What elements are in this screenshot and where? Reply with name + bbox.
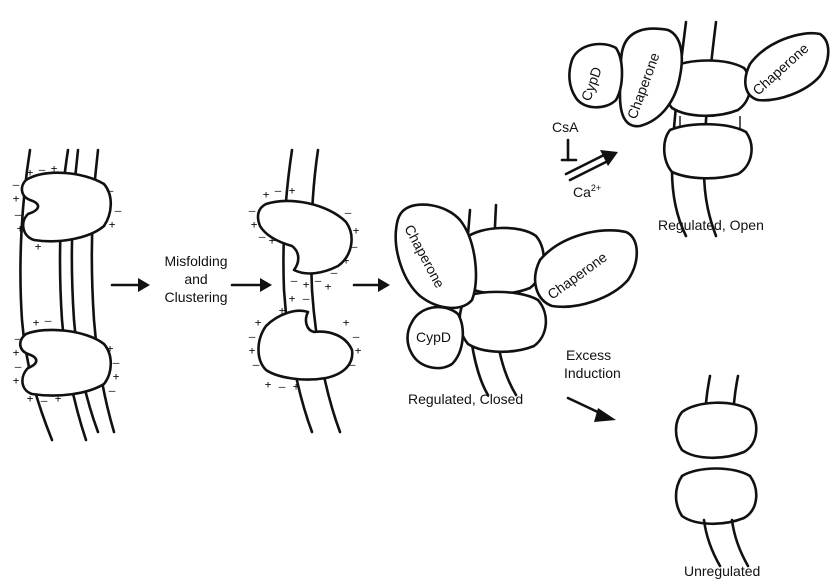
svg-text:+: + xyxy=(255,316,262,329)
svg-text:+: + xyxy=(107,342,114,355)
calcium-label: Ca2+ xyxy=(573,183,601,200)
membrane-5-right-bottom xyxy=(732,520,748,566)
svg-text:+: + xyxy=(109,218,116,231)
svg-text:+: + xyxy=(251,218,258,231)
svg-text:+: + xyxy=(265,378,272,391)
induction-label: Induction xyxy=(564,365,621,381)
unregulated-caption: Unregulated xyxy=(684,563,760,579)
svg-text:–: – xyxy=(351,240,358,253)
svg-text:+: + xyxy=(269,234,276,247)
svg-text:+: + xyxy=(35,240,42,253)
svg-text:–: – xyxy=(13,178,20,191)
native-protein-upper xyxy=(22,173,111,241)
stage-unregulated: Unregulated xyxy=(676,376,760,579)
svg-text:–: – xyxy=(109,384,116,397)
regulated-closed-caption: Regulated, Closed xyxy=(408,391,523,407)
cypd-closed-label: CypD xyxy=(416,329,451,345)
svg-text:+: + xyxy=(33,316,40,329)
excess-label: Excess xyxy=(566,347,611,363)
svg-text:–: – xyxy=(45,314,52,327)
step-label-line3: Clustering xyxy=(164,289,227,305)
svg-text:+: + xyxy=(13,192,20,205)
svg-text:+: + xyxy=(325,280,332,293)
svg-text:–: – xyxy=(291,274,298,287)
svg-text:+: + xyxy=(13,374,20,387)
unregulated-subunit-lower xyxy=(676,469,756,524)
svg-text:–: – xyxy=(113,356,120,369)
branch-to-unregulated: Excess Induction xyxy=(564,347,621,422)
svg-text:+: + xyxy=(249,344,256,357)
step-label-line2: and xyxy=(184,271,207,287)
arrow-to-regulated-closed xyxy=(354,278,390,292)
svg-text:–: – xyxy=(349,358,356,371)
unregulated-subunit-upper xyxy=(676,403,756,458)
svg-text:+: + xyxy=(113,370,120,383)
native-protein-lower xyxy=(20,330,111,396)
svg-text:+: + xyxy=(289,292,296,305)
arrow-to-clustered xyxy=(232,278,272,292)
svg-text:+: + xyxy=(55,392,62,405)
stage-misfolded-clustered: +– +– +– +– +– +– –+ –+ +– ++ –+ –+ –+ –… xyxy=(249,150,362,432)
svg-text:–: – xyxy=(353,330,360,343)
misfolding-label: Misfolding and Clustering xyxy=(164,253,227,305)
csa-label: CsA xyxy=(552,119,579,135)
svg-text:–: – xyxy=(253,358,260,371)
svg-text:+: + xyxy=(343,254,350,267)
open-pore-subunit-lower xyxy=(664,124,751,178)
svg-text:+: + xyxy=(263,188,270,201)
svg-text:–: – xyxy=(15,208,22,221)
svg-text:–: – xyxy=(331,266,338,279)
svg-text:+: + xyxy=(293,380,300,393)
svg-text:+: + xyxy=(303,278,310,291)
svg-text:–: – xyxy=(279,380,286,393)
stage-regulated-open: Chaperone CypD Chaperone Regulated, Open xyxy=(569,22,828,236)
svg-text:–: – xyxy=(303,292,310,305)
svg-text:–: – xyxy=(15,360,22,373)
svg-text:+: + xyxy=(17,222,24,235)
svg-text:+: + xyxy=(353,224,360,237)
svg-text:–: – xyxy=(259,230,266,243)
svg-text:–: – xyxy=(107,184,114,197)
svg-text:–: – xyxy=(15,332,22,345)
svg-text:–: – xyxy=(249,204,256,217)
branch-to-open: CsA Ca2+ xyxy=(552,119,618,200)
membrane-5-left-bottom xyxy=(704,520,720,566)
svg-text:–: – xyxy=(115,204,122,217)
svg-text:+: + xyxy=(27,392,34,405)
svg-text:–: – xyxy=(275,184,282,197)
svg-text:–: – xyxy=(41,394,48,407)
svg-text:+: + xyxy=(51,162,58,175)
svg-text:+: + xyxy=(27,166,34,179)
svg-text:–: – xyxy=(345,206,352,219)
svg-text:–: – xyxy=(315,274,322,287)
svg-text:+: + xyxy=(289,184,296,197)
svg-text:–: – xyxy=(249,330,256,343)
chaperone-left xyxy=(396,205,476,308)
step-label-line1: Misfolding xyxy=(164,253,227,269)
svg-text:+: + xyxy=(355,344,362,357)
svg-text:+: + xyxy=(13,346,20,359)
arrow-to-misfolding xyxy=(112,278,150,292)
regulated-open-caption: Regulated, Open xyxy=(658,217,764,233)
svg-text:+: + xyxy=(343,316,350,329)
misfolded-protein-lower xyxy=(259,311,353,380)
svg-text:+: + xyxy=(279,304,286,317)
svg-text:–: – xyxy=(39,163,46,176)
stage-native-proteins: +– +– +– +– –+ + +– –+ –+ +– +– +– + xyxy=(13,150,122,440)
